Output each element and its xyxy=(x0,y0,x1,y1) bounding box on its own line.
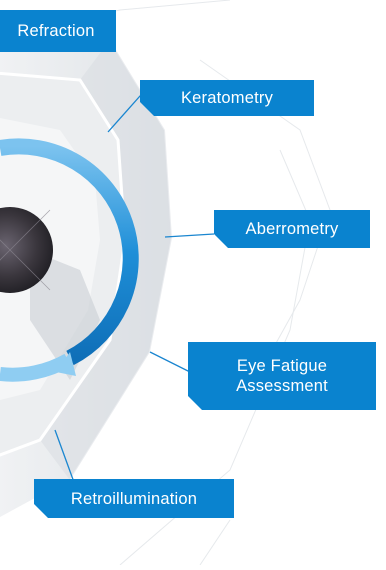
eye-fatigue-connector xyxy=(149,351,191,373)
label-refraction: Refraction xyxy=(0,10,116,52)
arc-arrow-icon xyxy=(56,352,76,376)
progress-arc-tail xyxy=(0,353,72,382)
label-aberrometry: Aberrometry xyxy=(214,210,370,248)
pupil-crosshair xyxy=(0,209,51,291)
label-eye-fatigue-assessment: Eye Fatigue Assessment xyxy=(188,342,376,410)
label-retroillumination: Retroillumination xyxy=(34,479,234,518)
ring-segment-shade xyxy=(40,40,172,480)
label-keratometry: Keratometry xyxy=(140,80,314,116)
pupil xyxy=(0,207,53,293)
retroillumination-connector xyxy=(54,429,76,486)
progress-arc xyxy=(0,138,139,366)
aberrometry-connector xyxy=(164,233,215,238)
